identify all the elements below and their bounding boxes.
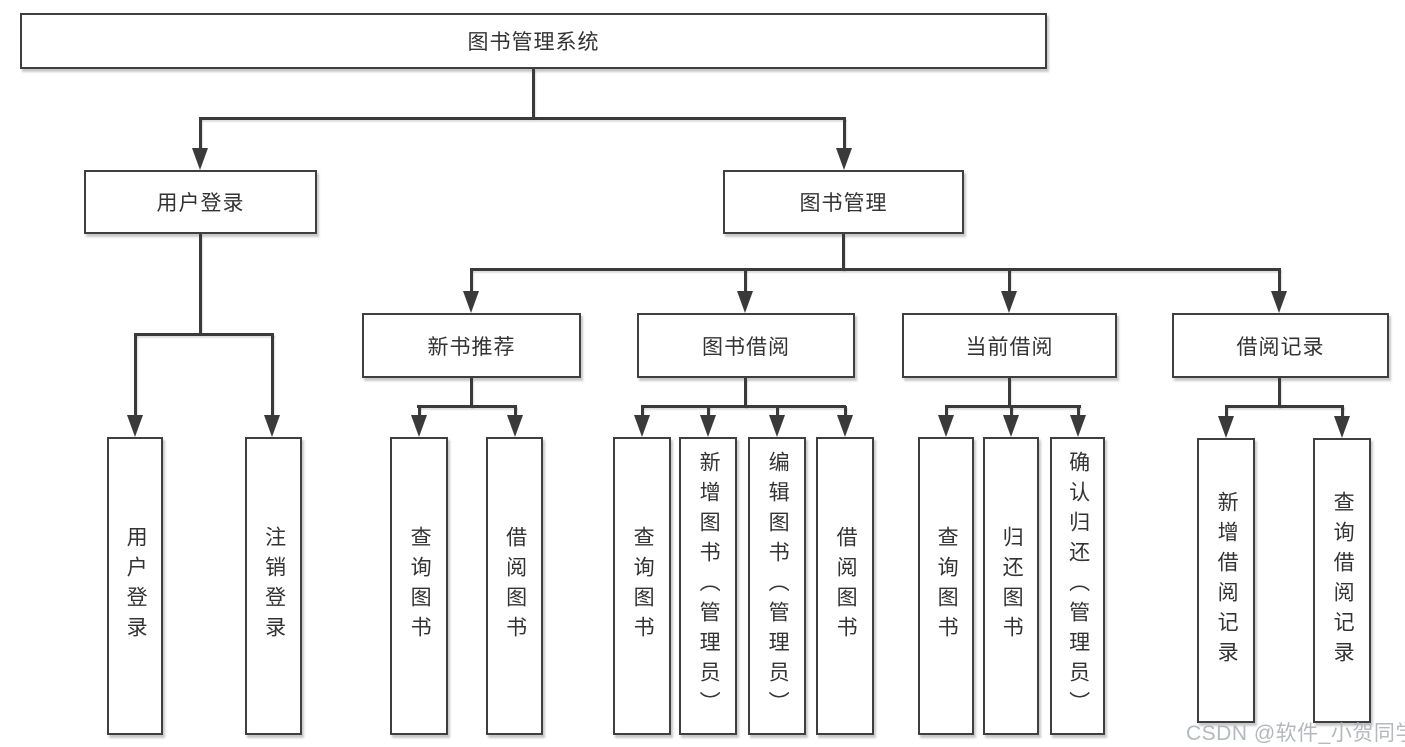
leaf-borrow-books-borrowing: 借阅图书 (816, 437, 874, 735)
connector-line (842, 234, 845, 270)
arrow-down-icon (737, 291, 753, 313)
arrow-down-icon (1334, 416, 1350, 438)
leaf-user-login-label: 用户登录 (124, 526, 148, 646)
leaf-confirm-return-admin-label: 确认归还（管理员） (1066, 451, 1090, 721)
node-borrowing-records-label: 借阅记录 (1236, 335, 1325, 359)
node-book-management: 图书管理 (723, 170, 964, 234)
connector-line (532, 69, 535, 118)
connector-line (1341, 406, 1344, 417)
arrow-down-icon (634, 415, 650, 437)
node-user-login: 用户登录 (84, 170, 317, 234)
connector-line (776, 406, 779, 417)
connector-line (641, 406, 644, 417)
node-library-system-label: 图书管理系统 (467, 31, 600, 54)
connector-line (1278, 378, 1281, 407)
leaf-search-books-current: 查询图书 (918, 437, 974, 735)
connector-line (945, 406, 948, 417)
connector-line (134, 334, 137, 418)
leaf-search-books-borrowing-label: 查询图书 (631, 526, 655, 646)
arrow-down-icon (1003, 415, 1019, 437)
leaf-search-borrow-record-label: 查询借阅记录 (1331, 490, 1355, 671)
node-book-borrowing: 图书借阅 (637, 313, 855, 378)
arrow-down-icon (463, 291, 479, 313)
connector-line (844, 406, 847, 417)
node-new-book-recommendation: 新书推荐 (362, 313, 581, 378)
leaf-add-book-admin: 新增图书（管理员） (679, 437, 737, 735)
leaf-edit-book-admin: 编辑图书（管理员） (748, 437, 806, 735)
connector-line (1077, 406, 1080, 417)
connector-line (417, 405, 517, 408)
leaf-add-book-admin-label: 新增图书（管理员） (697, 451, 721, 721)
arrow-down-icon (192, 148, 208, 170)
connector-line (199, 117, 846, 120)
node-current-borrowing: 当前借阅 (902, 313, 1117, 378)
leaf-search-books-borrowing: 查询图书 (613, 437, 671, 735)
connector-line (514, 406, 517, 417)
arrow-down-icon (411, 415, 427, 437)
node-current-borrowing-label: 当前借阅 (965, 335, 1054, 359)
connector-line (744, 378, 747, 407)
watermark-text: CSDN @软件_小贺同学 (1186, 722, 1405, 745)
arrow-down-icon (127, 415, 143, 437)
connector-line (843, 118, 846, 151)
leaf-return-book-label: 归还图书 (1000, 526, 1024, 646)
arrow-down-icon (700, 415, 716, 437)
connector-line (1010, 406, 1013, 417)
arrow-down-icon (836, 148, 852, 170)
node-library-system: 图书管理系统 (20, 13, 1047, 69)
arrow-down-icon (1218, 416, 1234, 438)
leaf-logout-label: 注销登录 (262, 526, 286, 646)
leaf-return-book: 归还图书 (983, 437, 1039, 735)
node-new-book-recommendation-label: 新书推荐 (427, 335, 516, 359)
arrow-down-icon (837, 415, 853, 437)
connector-line (470, 268, 1281, 271)
connector-line (1008, 378, 1011, 407)
leaf-edit-book-admin-label: 编辑图书（管理员） (766, 451, 790, 721)
arrow-down-icon (769, 415, 785, 437)
leaf-search-books-recommend-label: 查询图书 (408, 526, 432, 646)
connector-line (271, 334, 274, 418)
leaf-borrow-books-recommend: 借阅图书 (486, 437, 543, 735)
leaf-user-login: 用户登录 (107, 437, 163, 735)
connector-line (641, 405, 846, 408)
node-borrowing-records: 借阅记录 (1172, 313, 1389, 378)
connector-line (199, 234, 202, 334)
connector-line (1008, 269, 1011, 295)
leaf-add-borrow-record-label: 新增借阅记录 (1215, 490, 1239, 671)
connector-line (1278, 269, 1281, 295)
leaf-search-borrow-record: 查询借阅记录 (1313, 438, 1371, 723)
connector-line (1225, 406, 1228, 417)
connector-line (134, 333, 274, 336)
arrow-down-icon (507, 415, 523, 437)
connector-line (418, 406, 421, 417)
connector-line (707, 406, 710, 417)
arrow-down-icon (264, 415, 280, 437)
connector-line (744, 269, 747, 295)
node-book-management-label: 图书管理 (799, 192, 888, 215)
leaf-borrow-books-recommend-label: 借阅图书 (503, 526, 527, 646)
arrow-down-icon (1271, 291, 1287, 313)
leaf-search-books-recommend: 查询图书 (390, 437, 448, 735)
node-user-login-label: 用户登录 (156, 192, 245, 215)
connector-line (1225, 405, 1344, 408)
leaf-search-books-current-label: 查询图书 (935, 526, 959, 646)
leaf-confirm-return-admin: 确认归还（管理员） (1050, 437, 1105, 735)
leaf-add-borrow-record: 新增借阅记录 (1197, 438, 1255, 723)
arrow-down-icon (1070, 415, 1086, 437)
node-book-borrowing-label: 图书借阅 (702, 335, 790, 359)
arrow-down-icon (1001, 291, 1017, 313)
leaf-borrow-books-borrowing-label: 借阅图书 (834, 526, 858, 646)
connector-line (199, 118, 202, 151)
leaf-logout: 注销登录 (245, 437, 302, 735)
connector-line (470, 269, 473, 295)
connector-line (945, 405, 1081, 408)
connector-line (470, 378, 473, 407)
arrow-down-icon (938, 415, 954, 437)
